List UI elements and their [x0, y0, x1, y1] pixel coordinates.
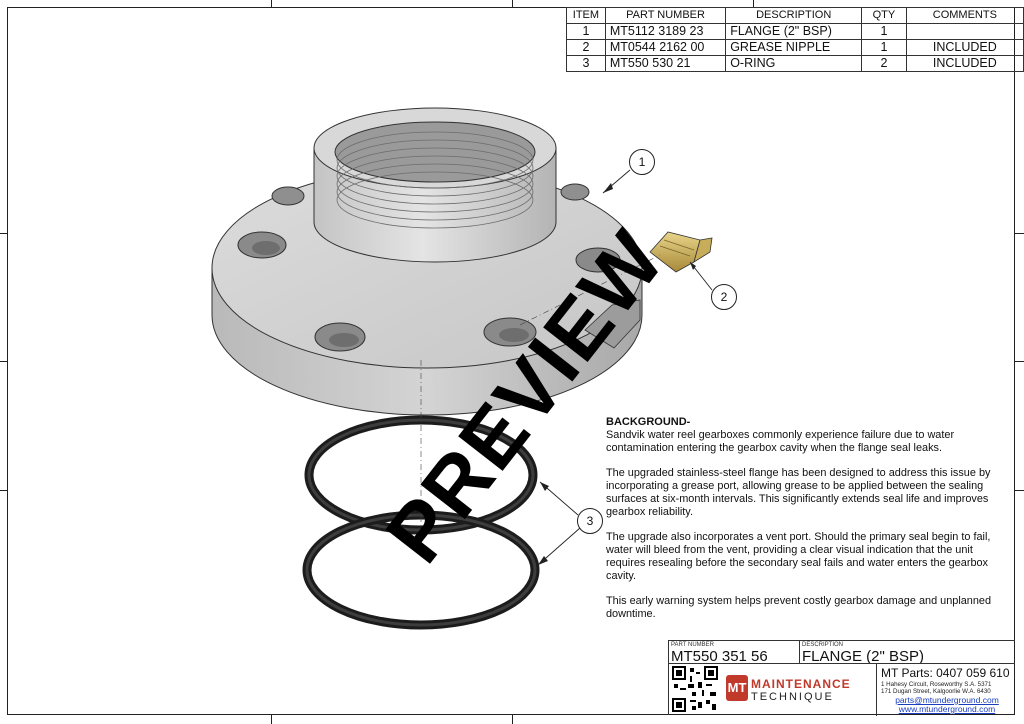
parts-phone: MT Parts: 0407 059 610	[881, 666, 1010, 680]
qr-code-icon	[672, 666, 718, 712]
bom-header-part-number: PART NUMBER	[604, 7, 727, 24]
zone-tick	[1015, 361, 1024, 362]
zone-tick	[512, 715, 513, 724]
arrowhead	[538, 556, 548, 565]
logo-text-maintenance: MAINTENANCE	[751, 677, 851, 691]
part-description: FLANGE (2" BSP)	[802, 648, 925, 665]
background-heading: BACKGROUND-	[606, 416, 691, 428]
zone-tick	[0, 490, 7, 491]
background-notes: BACKGROUND- Sandvik water reel gearboxes…	[606, 416, 994, 633]
zone-tick	[0, 233, 7, 234]
title-block: PART NUMBER MT550 351 56 DESCRIPTION FLA…	[668, 640, 1015, 716]
divider	[669, 663, 1015, 664]
zone-tick	[1015, 490, 1024, 491]
bom-cell: INCLUDED	[905, 55, 1024, 72]
divider	[799, 641, 800, 663]
zone-tick	[271, 715, 272, 724]
bom-cell: 2	[861, 55, 907, 72]
callout-balloon-2: 2	[711, 284, 737, 310]
bom-cell: MT0544 2162 00	[604, 39, 727, 56]
logo-text-technique: TECHNIQUE	[751, 691, 834, 703]
bom-row: 1 MT5112 3189 23 FLANGE (2" BSP) 1	[566, 23, 1024, 40]
background-paragraph: This early warning system helps prevent …	[606, 595, 992, 620]
bom-cell: MT550 530 21	[604, 55, 727, 72]
arrowhead	[603, 183, 613, 193]
background-paragraph: The upgraded stainless-steel flange has …	[606, 467, 991, 518]
arrowhead	[690, 262, 696, 270]
callout-balloon-3: 3	[577, 508, 603, 534]
divider	[876, 663, 877, 716]
callout-balloon-1: 1	[629, 149, 655, 175]
bom-cell: O-RING	[725, 55, 863, 72]
logo-mark: MT	[726, 675, 748, 701]
arrowhead	[540, 482, 549, 491]
bom-cell: 3	[566, 55, 606, 72]
part-number: MT550 351 56	[671, 648, 768, 665]
description-label: DESCRIPTION	[802, 642, 844, 648]
bom-row: 3 MT550 530 21 O-RING 2 INCLUDED	[566, 55, 1024, 72]
flange-boss	[313, 107, 557, 263]
bom-cell: FLANGE (2" BSP)	[725, 23, 863, 40]
zone-tick	[1015, 233, 1024, 234]
background-paragraph: The upgrade also incorporates a vent por…	[606, 531, 991, 582]
drawing-border	[7, 7, 1015, 715]
zone-tick	[0, 361, 7, 362]
bom-row: 2 MT0544 2162 00 GREASE NIPPLE 1 INCLUDE…	[566, 39, 1024, 56]
grease-nipple	[649, 231, 713, 273]
zone-tick	[271, 0, 272, 7]
address-line: 1 Hahesy Circuit, Roseworthy S.A. 5371	[881, 681, 992, 688]
centre-line	[519, 254, 661, 326]
bill-of-materials: ITEM PART NUMBER DESCRIPTION QTY COMMENT…	[566, 7, 1024, 72]
website-link[interactable]: www.mtunderground.com	[898, 704, 996, 714]
background-paragraph: Sandvik water reel gearboxes commonly ex…	[606, 429, 955, 454]
email-link[interactable]: parts@mtunderground.com	[895, 695, 999, 705]
zone-tick	[512, 0, 513, 7]
bom-cell: 1	[861, 39, 907, 56]
part-number-label: PART NUMBER	[671, 642, 715, 648]
bom-header-qty: QTY	[861, 7, 907, 24]
zone-tick	[753, 0, 754, 7]
address-line: 171 Dugan Street, Kalgoorlie W.A. 6430	[881, 688, 991, 695]
bom-header-description: DESCRIPTION	[725, 7, 863, 24]
